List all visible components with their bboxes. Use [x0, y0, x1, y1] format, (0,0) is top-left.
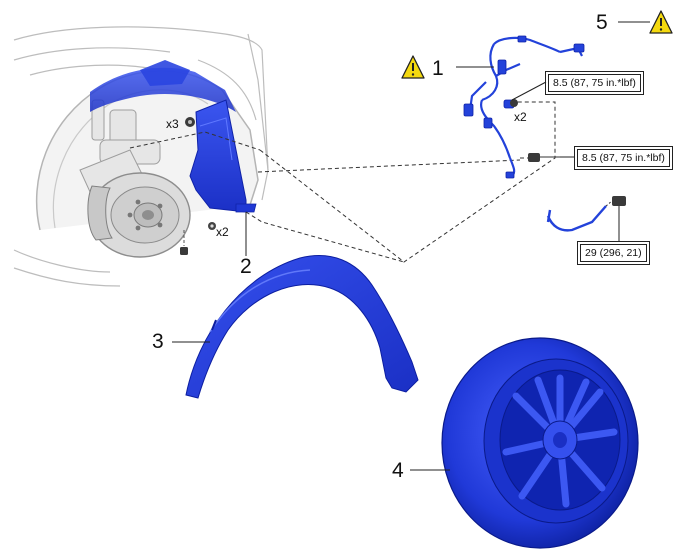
callout-item-2: 2 — [240, 255, 252, 278]
liner-bolt-icon — [180, 230, 188, 255]
sensor-bolt-icon — [528, 153, 560, 162]
callout-item-5: 5 — [596, 11, 608, 34]
wheel-tire-assembly — [441, 337, 639, 549]
callout-item-3: 3 — [152, 330, 164, 353]
torque-spec-sensor-bracket: 8.5 (87, 75 in.*lbf) — [545, 71, 644, 95]
brake-disc — [89, 172, 191, 258]
callout-item-4: 4 — [392, 459, 404, 482]
speed-sensor-harness — [468, 36, 583, 177]
torque-spec-harness-clamp: 8.5 (87, 75 in.*lbf) — [574, 146, 673, 170]
liner-screw-icon — [208, 222, 216, 230]
screw-quantity-label: x2 — [216, 225, 229, 239]
harness-bolt-icon — [510, 99, 518, 107]
wheel-arch-moulding — [185, 255, 419, 399]
bracket-bolt-icon — [605, 196, 626, 207]
brake-hose-bracket — [546, 205, 607, 232]
sensor-bolt-quantity-label: x2 — [514, 110, 527, 124]
torque-spec-bracket-bolt: 29 (296, 21) — [577, 241, 650, 265]
warning-triangle-icon — [649, 10, 673, 34]
brake-caliper — [87, 185, 113, 241]
leader-lines — [172, 21, 650, 471]
fender-liner-part — [189, 99, 257, 213]
liner-clip-icon — [185, 117, 195, 127]
callout-item-1: 1 — [432, 57, 444, 80]
warning-triangle-icon — [401, 55, 425, 79]
fender-liner-upper-highlight — [90, 60, 236, 112]
vehicle-body-outline — [13, 26, 269, 287]
clip-quantity-label: x3 — [166, 117, 179, 131]
